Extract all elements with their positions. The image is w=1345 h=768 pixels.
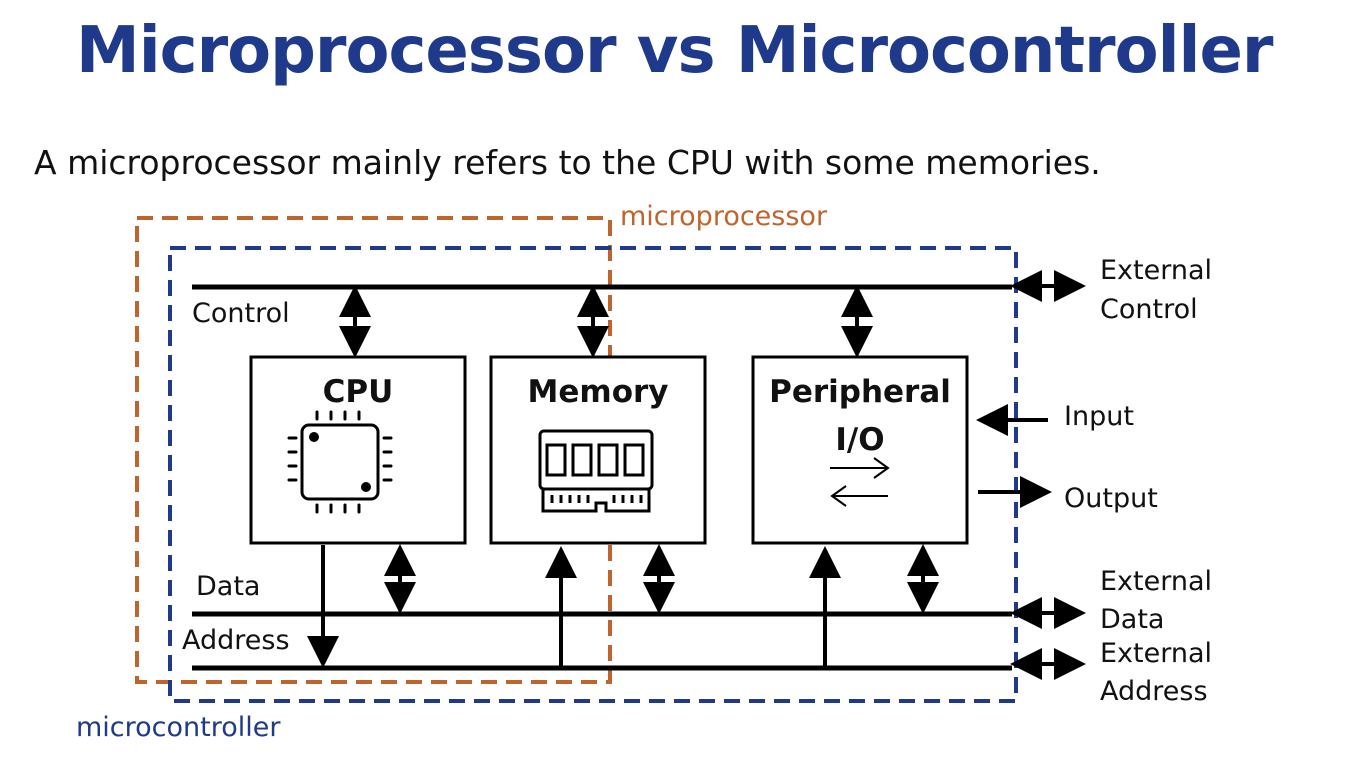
external-data-label-1: External (1100, 566, 1212, 597)
chip-icon (287, 410, 393, 514)
output-label: Output (1064, 483, 1158, 514)
external-address-label-1: External (1100, 638, 1212, 669)
microprocessor-label: microprocessor (620, 201, 828, 232)
peripheral-label: Peripheral (769, 374, 951, 410)
external-control-label-2: Control (1100, 294, 1198, 325)
external-data-label-2: Data (1100, 604, 1164, 635)
data-bus-label: Data (196, 571, 260, 602)
external-address-label-2: Address (1100, 676, 1208, 707)
memory-label: Memory (528, 374, 669, 410)
input-label: Input (1064, 401, 1134, 432)
control-bus-label: Control (192, 298, 290, 329)
io-arrows-icon (830, 457, 890, 507)
microcontroller-label: microcontroller (76, 712, 281, 743)
peripheral-io-block (751, 355, 969, 545)
memory-module-icon (538, 429, 654, 513)
page-title: Microprocessor vs Microcontroller (76, 14, 1273, 88)
external-control-label-1: External (1100, 255, 1212, 286)
io-label: I/O (835, 422, 884, 458)
address-bus-label: Address (182, 625, 290, 656)
cpu-label: CPU (323, 374, 394, 410)
subtitle: A microprocessor mainly refers to the CP… (34, 143, 1101, 182)
